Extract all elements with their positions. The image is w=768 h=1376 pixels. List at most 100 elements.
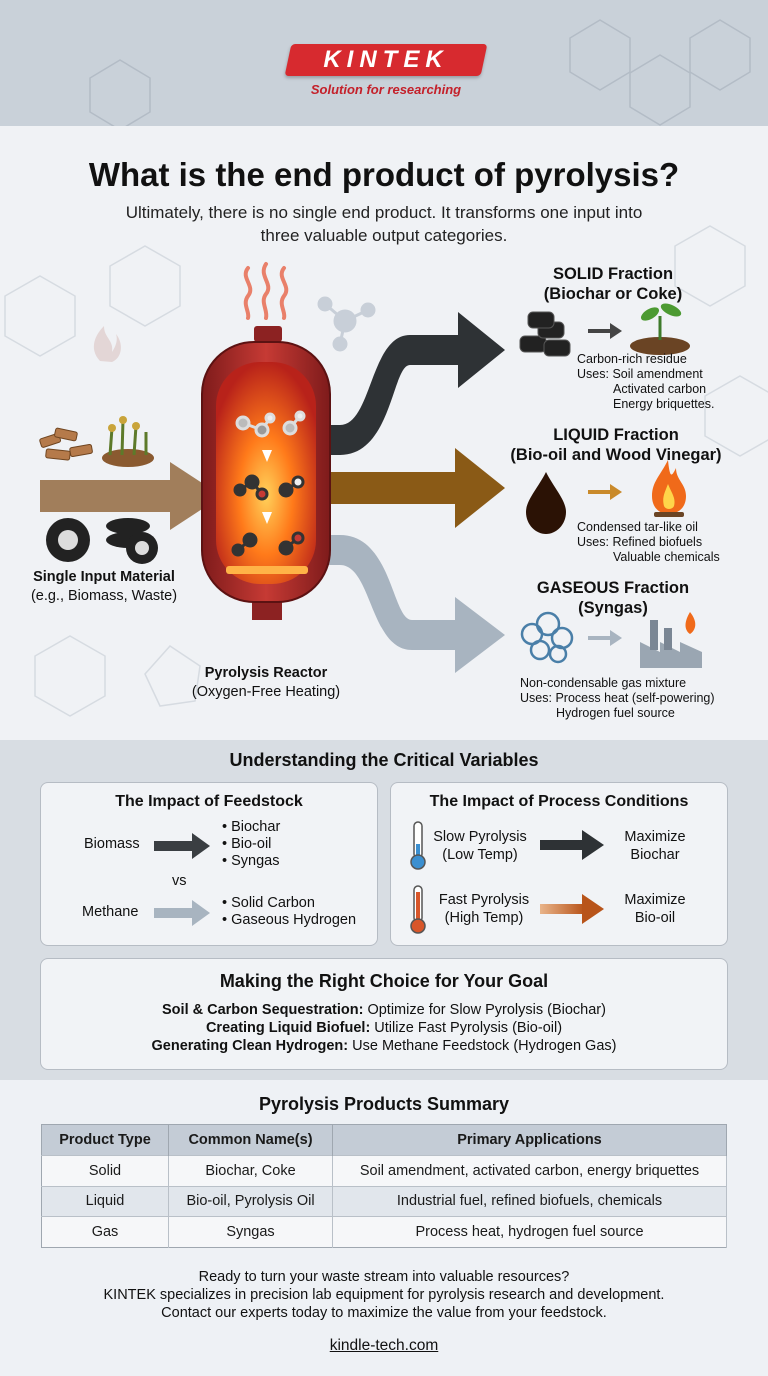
thermometer-high-icon xyxy=(410,885,426,934)
gas-use-1: Process heat (self-powering) xyxy=(555,691,715,705)
summary-table: Product Type Common Name(s) Primary Appl… xyxy=(41,1124,727,1248)
variables-title: Understanding the Critical Variables xyxy=(229,750,539,770)
table-cell: Biochar, Coke xyxy=(168,1155,333,1186)
cta-line: Ready to turn your waste stream into val… xyxy=(198,1269,570,1285)
goals-panel xyxy=(40,958,728,1070)
tire-stack-icon xyxy=(106,518,158,564)
biomass-output-biochar: • Biochar xyxy=(222,819,281,835)
fast-result: Maximize Bio-oil xyxy=(608,891,702,927)
molecule-icon xyxy=(235,410,306,438)
table-header: Common Name(s) xyxy=(168,1124,333,1156)
liquid-fraction-desc: Condensed tar-like oil Uses: Refined bio… xyxy=(577,520,757,565)
liquid-fraction-title-block: LIQUID Fraction (Bio-oil and Wood Vinega… xyxy=(498,425,734,465)
reactor-label: Pyrolysis Reactor xyxy=(204,665,328,681)
flow-arrows-icon xyxy=(262,450,272,524)
gas-fraction-title: GASEOUS Fraction xyxy=(536,579,690,597)
goal-item: Creating Liquid Biofuel: Utilize Fast Py… xyxy=(42,1020,726,1036)
hexagon-pattern xyxy=(89,19,751,126)
solid-use-3: Energy briquettes. xyxy=(613,397,715,411)
methane-output-hydrogen: • Gaseous Hydrogen xyxy=(222,912,357,928)
table-header-row: Product Type Common Name(s) Primary Appl… xyxy=(41,1124,727,1156)
fast-temp: (High Temp) xyxy=(444,910,524,926)
slow-result-2: Biochar xyxy=(630,847,680,863)
charcoal-briquettes-icon xyxy=(519,311,571,357)
diagram-section xyxy=(0,126,768,740)
table-header: Product Type xyxy=(41,1124,169,1156)
liquid-use-2: Valuable chemicals xyxy=(613,550,720,564)
gas-desc: Non-condensable gas mixture xyxy=(520,676,687,690)
table-cell: Industrial fuel, refined biofuels, chemi… xyxy=(332,1185,727,1217)
page-title: What is the end product of pyrolysis? xyxy=(88,156,680,193)
wood-chips-icon xyxy=(39,427,93,461)
feedstock-panel xyxy=(40,782,378,946)
slow-result-1: Maximize xyxy=(624,829,686,845)
biomass-output-bio-oil: • Bio-oil xyxy=(222,836,272,852)
light-arrow-icon xyxy=(154,900,210,926)
solid-fraction-title: SOLID Fraction xyxy=(552,265,674,283)
plants-soil-icon xyxy=(102,416,154,467)
table-row: Solid Biochar, Coke Soil amendment, acti… xyxy=(41,1155,727,1186)
molecule-icon xyxy=(231,474,305,557)
input-label-block: Single Input Material (e.g., Biomass, Wa… xyxy=(14,568,194,606)
table-header: Primary Applications xyxy=(332,1124,727,1156)
table-cell: Liquid xyxy=(41,1185,169,1217)
solid-desc: Carbon-rich residue xyxy=(577,352,687,366)
liquid-output-arrow xyxy=(300,448,505,528)
gas-output-arrow xyxy=(300,535,505,673)
conditions-panel xyxy=(390,782,728,946)
table-cell: Bio-oil, Pyrolysis Oil xyxy=(168,1185,333,1217)
pyrolysis-diagram xyxy=(39,262,702,673)
header-banner: KINTEK Solution for researching xyxy=(0,0,768,126)
goals-title: Making the Right Choice for Your Goal xyxy=(219,971,549,991)
fire-icon xyxy=(652,460,686,517)
heat-waves-icon xyxy=(243,262,289,320)
gas-uses-label: Uses: xyxy=(520,691,552,705)
logo-tagline: Solution for researching xyxy=(310,82,462,97)
goal-label: Generating Clean Hydrogen: xyxy=(151,1038,349,1054)
solid-use-1: Soil amendment xyxy=(612,367,703,381)
liquid-desc: Condensed tar-like oil xyxy=(577,520,698,534)
fast-result-1: Maximize xyxy=(624,892,686,908)
page-subtitle: Ultimately, there is no single end produ… xyxy=(125,203,643,245)
logo-text: KINTEK xyxy=(323,46,449,73)
methane-outputs: • Solid Carbon • Gaseous Hydrogen xyxy=(222,895,356,929)
reactor-label-block: Pyrolysis Reactor (Oxygen-Free Heating) xyxy=(166,664,366,702)
gas-use-2: Hydrogen fuel source xyxy=(556,706,675,720)
fast-result-2: Bio-oil xyxy=(634,910,676,926)
input-label: Single Input Material xyxy=(33,569,175,585)
solid-fraction-subtitle: (Biochar or Coke) xyxy=(543,285,683,303)
slow-pyrolysis-label: Slow Pyrolysis (Low Temp) xyxy=(424,828,536,864)
liquid-uses-label: Uses: xyxy=(577,535,609,549)
thermometer-low-icon xyxy=(410,821,426,870)
input-arrow xyxy=(40,462,222,530)
oil-drop-icon xyxy=(526,472,566,534)
goal-label: Soil & Carbon Sequestration: xyxy=(162,1002,364,1018)
goal-text: Utilize Fast Pyrolysis (Bio-oil) xyxy=(370,1020,563,1036)
feedstock-input-methane: Methane xyxy=(82,904,139,920)
reactor-sublabel: (Oxygen-Free Heating) xyxy=(191,684,341,700)
gas-fraction-subtitle: (Syngas) xyxy=(578,599,648,617)
feedstock-panel-title: The Impact of Feedstock xyxy=(115,793,303,810)
cta-line: KINTEK specializes in precision lab equi… xyxy=(103,1287,665,1303)
table-cell: Process heat, hydrogen fuel source xyxy=(332,1216,727,1247)
goal-text: Optimize for Slow Pyrolysis (Biochar) xyxy=(363,1002,606,1018)
solid-fraction-title-block: SOLID Fraction (Biochar or Coke) xyxy=(498,264,728,304)
background-molecules xyxy=(4,225,768,717)
fast-pyrolysis-label: Fast Pyrolysis (High Temp) xyxy=(424,891,544,927)
table-row: Liquid Bio-oil, Pyrolysis Oil Industrial… xyxy=(41,1185,727,1217)
gas-cloud-icon xyxy=(520,611,574,664)
cta-line: Contact our experts today to maximize th… xyxy=(161,1305,607,1321)
website-link[interactable]: kindle-tech.com xyxy=(329,1337,439,1354)
goal-item: Generating Clean Hydrogen: Use Methane F… xyxy=(42,1038,726,1054)
dark-arrow-icon xyxy=(154,833,210,859)
slow-process: Slow Pyrolysis xyxy=(433,829,527,845)
goal-label: Creating Liquid Biofuel: xyxy=(205,1020,371,1036)
biomass-outputs: • Biochar • Bio-oil • Syngas xyxy=(222,819,280,870)
liquid-fraction-title: LIQUID Fraction xyxy=(553,426,679,444)
methane-output-carbon: • Solid Carbon xyxy=(222,895,315,911)
biomass-output-syngas: • Syngas xyxy=(222,853,280,869)
summary-title: Pyrolysis Products Summary xyxy=(258,1094,510,1114)
table-cell: Syngas xyxy=(168,1216,333,1247)
slow-result: Maximize Biochar xyxy=(608,828,702,864)
orange-arrow-icon xyxy=(540,894,604,924)
